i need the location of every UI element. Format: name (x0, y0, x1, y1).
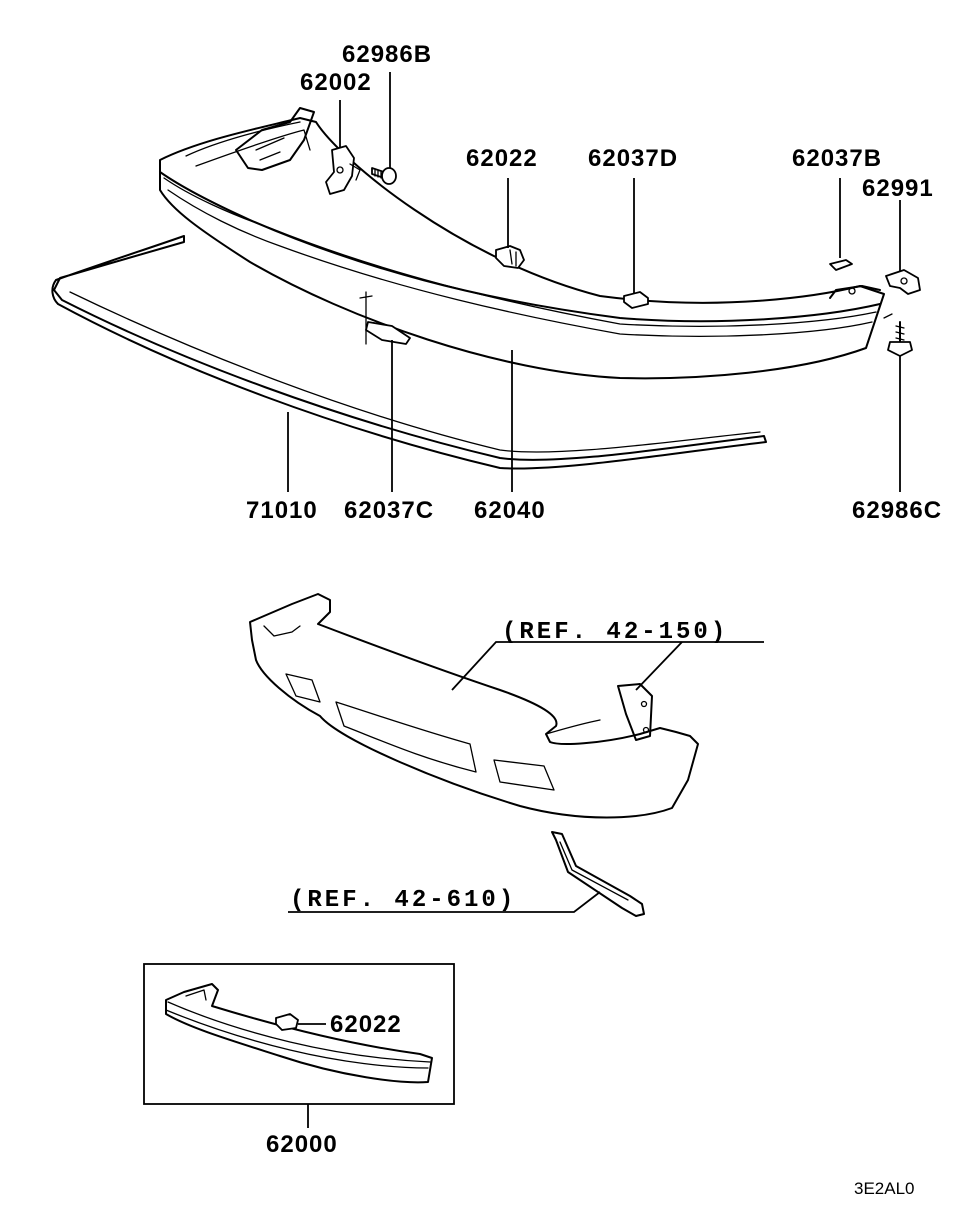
clip-62022 (495, 245, 525, 269)
label-62040: 62040 (474, 497, 546, 524)
molding-strip-71010 (51, 235, 767, 470)
leader-lines-upper (287, 72, 901, 492)
ref-leader-lines (288, 641, 764, 913)
diagram-code: 3E2AL0 (854, 1179, 915, 1198)
bumper-cover-ref (249, 593, 699, 819)
label-62002: 62002 (300, 69, 372, 96)
pad-62037B (829, 259, 853, 271)
label-62022-inset: 62022 (330, 1011, 402, 1038)
ref-label-42-150: (REF. 42-150) (502, 619, 728, 646)
ref-label-42-610: (REF. 42-610) (290, 887, 516, 914)
nut-62991 (885, 269, 921, 295)
screw-62986B (371, 167, 397, 185)
stay-ref (551, 831, 645, 917)
label-71010: 71010 (246, 497, 318, 524)
bracket-62002 (325, 145, 361, 195)
label-62986B: 62986B (342, 41, 432, 68)
label-62037C: 62037C (344, 497, 434, 524)
bumper-bar-62040 (159, 107, 885, 380)
pad-62037C (359, 291, 411, 345)
label-62037B: 62037B (792, 145, 882, 172)
label-62986C: 62986C (852, 497, 942, 524)
label-62991: 62991 (862, 175, 934, 202)
label-62022: 62022 (466, 145, 538, 172)
clip-62022-inset (275, 1013, 299, 1031)
inset-frame (143, 963, 455, 1105)
bolt-62986C (883, 313, 913, 357)
label-62037D: 62037D (588, 145, 678, 172)
pad-62037D (623, 291, 649, 309)
label-62000: 62000 (266, 1131, 338, 1158)
bumper-assembly-62000 (165, 983, 433, 1084)
